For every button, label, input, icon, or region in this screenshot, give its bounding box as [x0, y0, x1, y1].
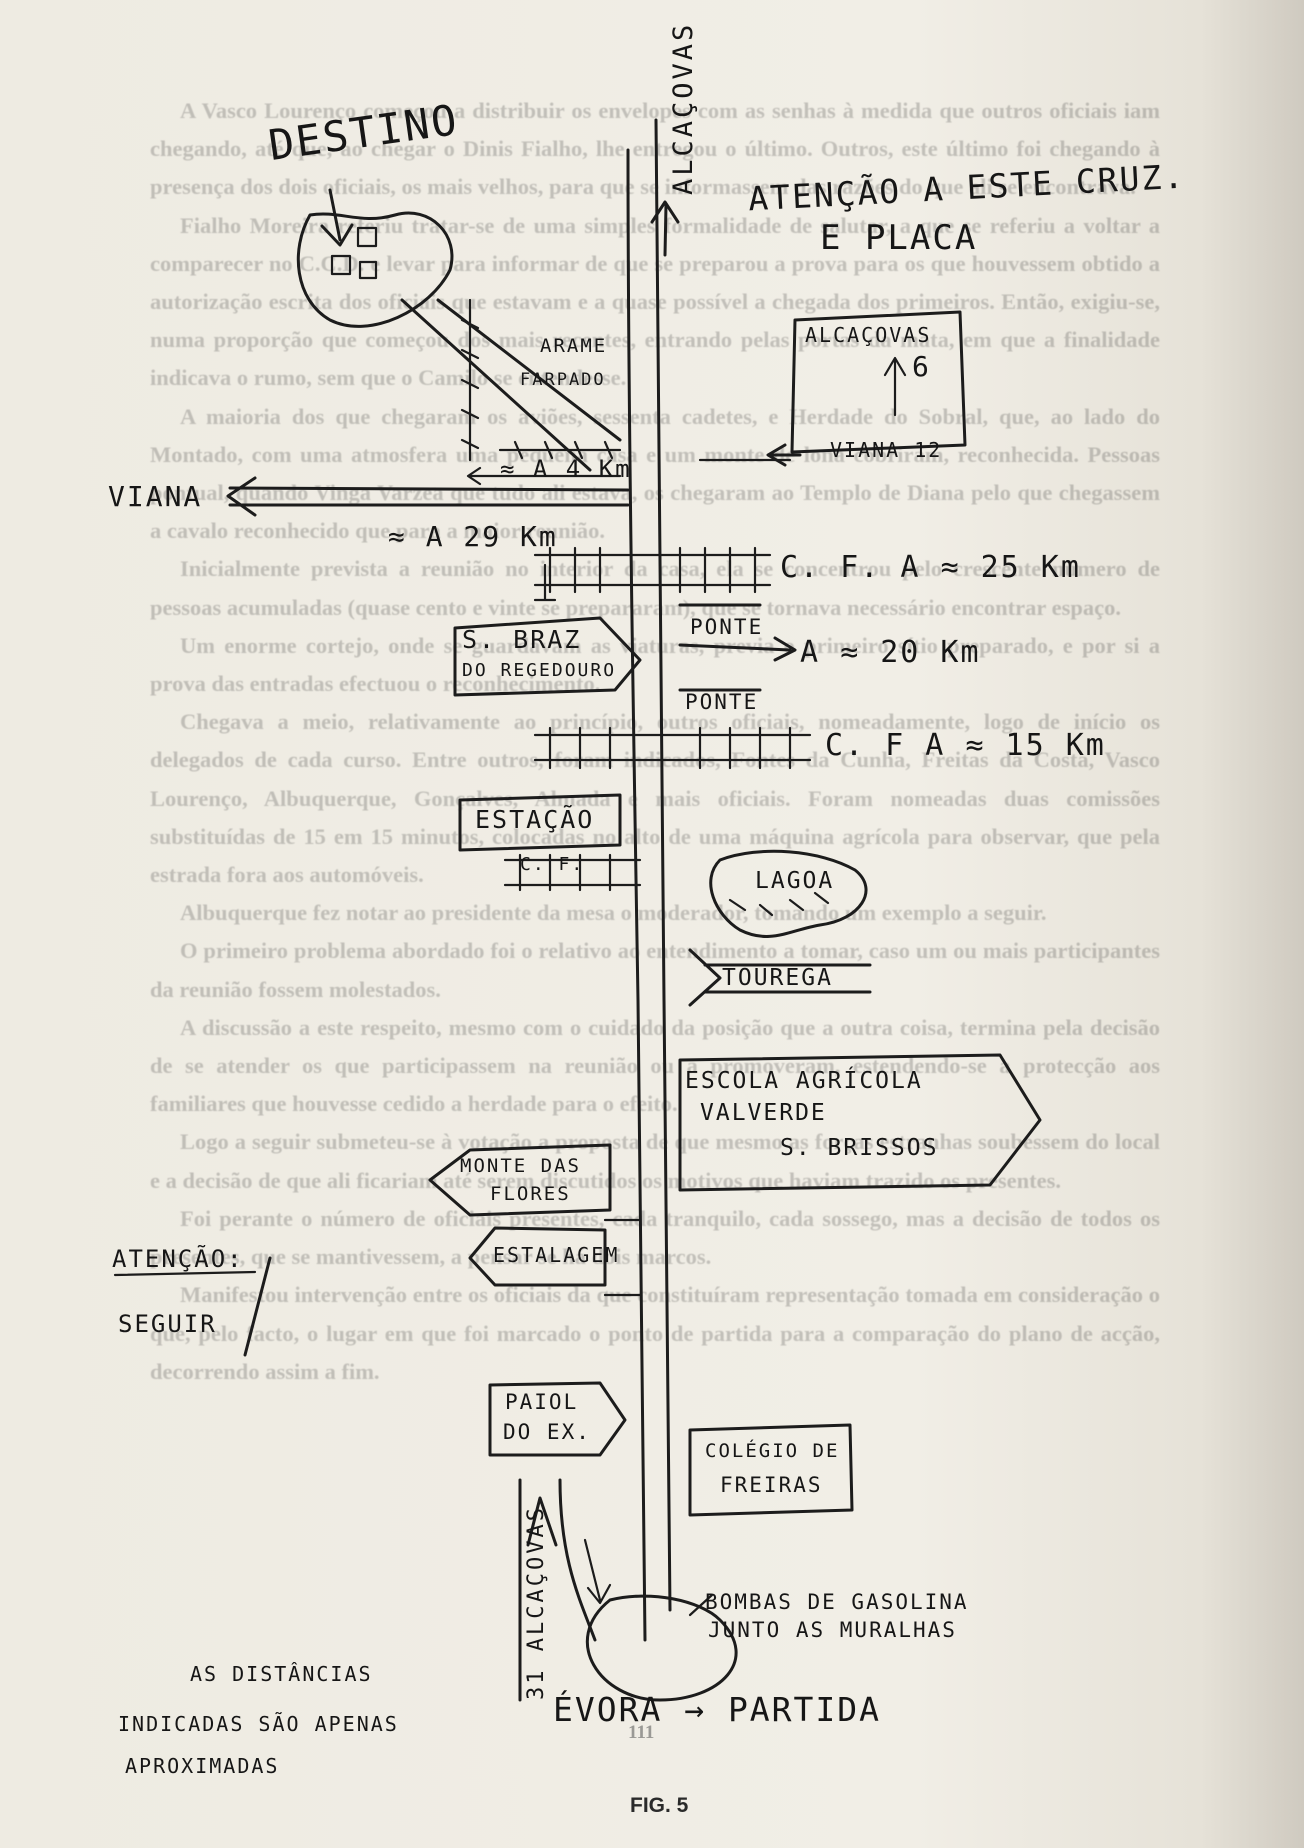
barbed-wire-fence [498, 440, 622, 460]
signpost-board [790, 310, 967, 454]
label-tourega: TOUREGA [722, 965, 833, 991]
alcacovas-31-arrow [526, 1496, 558, 1547]
bleed-paragraph: Fialho Moreira referiu tratar-se de uma … [150, 212, 1160, 391]
label-ponte-1: PONTE [690, 615, 764, 639]
bleed-paragraph: Foi perante o número de oficiais present… [150, 1205, 1160, 1270]
label-escola-agricola: ESCOLA AGRÍCOLA [685, 1068, 923, 1094]
label-s-braz: S. BRAZ [462, 625, 582, 654]
label-do-ex: DO EX. [503, 1420, 591, 1444]
bleed-paragraph: O primeiro problema abordado foi o relat… [150, 938, 1160, 1002]
railway-crossing [533, 726, 812, 770]
label-bombas-1: BOMBAS DE GASOLINA [705, 1590, 969, 1614]
bleed-paragraph: Albuquerque fez notar ao presidente da m… [180, 900, 1047, 926]
bombas-pointer [688, 1593, 714, 1617]
bleed-through-text: A Vasco Lourenço começou a distribuir os… [150, 92, 1160, 1692]
label-seguir: SEGUIR [118, 1310, 217, 1338]
destino-outline [296, 211, 454, 328]
label-s-brissos: S. BRISSOS [780, 1135, 939, 1161]
tourega-arrow [688, 948, 722, 1007]
bleed-paragraph: Chegava a meio, relativamente ao princíp… [150, 709, 1160, 888]
label-atencao: ATENÇÃO: [112, 1245, 244, 1273]
bleed-paragraph: Manifestou intervenção entre os oficiais… [150, 1282, 1160, 1384]
label-viana: VIANA [108, 480, 203, 513]
label-cf-small: C. F. [520, 854, 585, 875]
seguir-slash [243, 1256, 272, 1357]
label-lagoa: LAGOA [755, 868, 835, 894]
lagoa-waves [728, 891, 830, 917]
building-icon [358, 260, 378, 280]
monte-das-flores-sign [428, 1143, 612, 1217]
viana-12-arrow [766, 443, 802, 467]
paiol-sign [488, 1381, 627, 1457]
label-alcacovas-top: ALCAÇOVAS [668, 21, 699, 195]
destino-arrow [320, 188, 354, 247]
label-viana-12: VIANA 12 [830, 438, 943, 462]
label-cf-25km: C. F. A ≈ 25 Km [780, 550, 1081, 585]
page-number: 111 [628, 1722, 655, 1743]
label-monte-das: MONTE DAS [460, 1155, 581, 1177]
railway-crossing [533, 546, 772, 594]
bleed-paragraph: Um enorme cortejo, onde se guardavam as … [150, 632, 1160, 697]
main-road-left-edge [626, 148, 647, 1642]
north-arrow-line [663, 203, 668, 257]
bleed-paragraph: Inicialmente prevista a reunião no inter… [150, 556, 1160, 620]
ponte-20km-arrow [678, 636, 797, 662]
bleed-paragraph: A discussão a este respeito, mesmo com o… [150, 1014, 1160, 1117]
figure-caption: FIG. 5 [630, 1794, 689, 1817]
bleed-paragraph: A maioria dos que chegaram os aviões, se… [150, 403, 1160, 544]
escola-agricola-sign [678, 1053, 1042, 1192]
direction-arrow [583, 1538, 612, 1605]
label-e-placa: E PLACA [820, 218, 978, 258]
estacao-sign [458, 793, 622, 852]
label-distancias-3: APROXIMADAS [125, 1754, 280, 1778]
label-distancias-1: AS DISTÂNCIAS [190, 1662, 373, 1686]
tourega-road [703, 963, 872, 994]
label-alcacovas-sign: ALCAÇOVAS [805, 323, 932, 347]
north-arrow-head [650, 200, 680, 224]
label-approx-4km: ≈ A 4 Km [500, 455, 632, 483]
label-distancias-2: INDICADAS SÃO APENAS [118, 1712, 399, 1736]
viana-arrowhead [226, 476, 257, 517]
bleed-paragraph: Logo a seguir submeteu-se à votação a pr… [150, 1129, 1160, 1193]
s-braz-sign [453, 616, 642, 697]
distance-arrow [466, 466, 622, 486]
label-estalagem: ESTALAGEM [493, 1243, 620, 1267]
label-colegio-de: COLÉGIO DE [705, 1440, 840, 1462]
ponte-road [678, 603, 762, 692]
label-flores: FLORES [490, 1183, 571, 1205]
label-approx-20km: A ≈ 20 Km [800, 635, 981, 670]
main-road-right-edge [654, 118, 672, 1612]
colegio-sign [688, 1423, 854, 1517]
label-bombas-2: JUNTO AS MURALHAS [708, 1618, 957, 1642]
building-icon [356, 226, 378, 248]
label-alcacovas-sign-num: 6 [912, 350, 931, 383]
viana-road-top [228, 486, 630, 492]
label-paiol: PAIOL [505, 1390, 579, 1414]
estalagem-sign [468, 1226, 607, 1287]
evora-outline [585, 1594, 738, 1702]
atencao-underline [113, 1270, 257, 1277]
signpost-arrow [883, 356, 907, 417]
barbed-wire-fence [460, 298, 480, 462]
label-alcacovas-31: 31 ALCAÇOVAS [524, 1505, 549, 1700]
label-estacao: ESTAÇÃO [475, 805, 595, 834]
label-approx-29km: ≈ A 29 Km [388, 520, 558, 553]
label-evora-partida: ÉVORA → PARTIDA [553, 1690, 882, 1729]
estalagem-road [603, 1218, 642, 1297]
label-ponte-2: PONTE [685, 690, 759, 714]
lagoa-outline [709, 849, 868, 938]
label-do-regedouro: DO REGEDOURO [462, 660, 617, 681]
label-farpado: FARPADO [520, 370, 606, 390]
building-icon [330, 254, 352, 276]
label-valverde: VALVERDE [700, 1100, 827, 1126]
label-cf-15km: C. F A ≈ 15 Km [825, 728, 1106, 763]
label-freiras: FREIRAS [720, 1473, 823, 1497]
distance-bracket [533, 563, 557, 602]
label-arame: ARAME [540, 335, 608, 357]
railway-station-crossing [503, 853, 642, 892]
